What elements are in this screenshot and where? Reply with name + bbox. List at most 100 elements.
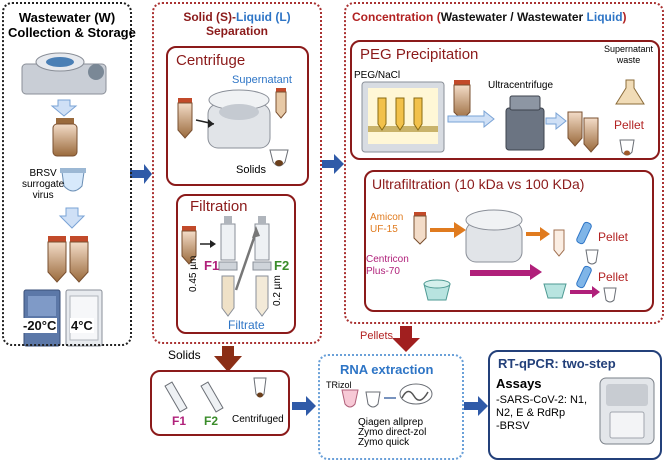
pellets-label: Pellets [360,330,394,342]
rna-extraction-title: RNA extraction [340,362,434,377]
assay-item: -BRSV [496,420,530,432]
orange-arrow-icon [430,222,466,238]
solids-section-label: Solids [168,348,201,362]
wastewater-container-icon [21,52,107,95]
rna-method: Zymo quick [358,437,410,448]
f1-label: F1 [204,258,220,273]
solids-label: Solids [236,164,266,176]
f2-label: F2 [274,258,290,273]
down-arrow-icon [58,207,86,229]
centrifuge-icon [465,209,523,263]
ultracentrifuge-icon [505,95,545,151]
uf-pellet-label-2: Pellet [598,270,629,284]
centricon-label: Centricon Plus-70 [366,254,409,277]
brsv-tube-icon [60,168,86,192]
supernatant-tube-icon [275,88,287,119]
rna-strand-icon [399,383,433,405]
solids-f1-label: F1 [172,414,187,428]
falcon-tubes-icon [47,236,89,283]
flow-arrow-icon [464,396,488,416]
rtqpcr-panel [488,350,662,460]
trizol-label: TRizol [326,380,352,390]
tube-icon [553,229,599,265]
brsv-label: BRSV surrogate virus [22,168,65,201]
solids-f2-label: F2 [204,414,219,428]
collection-panel [2,2,132,346]
arrow-icon [200,240,216,248]
assay-item: -SARS-CoV-2: N1, [496,394,588,406]
syringe-filter-icon [218,216,238,317]
flow-arrow-icon [322,154,344,174]
down-arrow-icon [50,99,78,117]
arrow-icon [195,119,215,128]
temp-minus20-label: -20°C [22,318,58,333]
solids-tube-icon [269,149,289,167]
supernatant-waste-flask-icon [615,79,645,105]
syringe-filter-icon [252,216,272,317]
collection-title: Wastewater (W) Collection & Storage [8,10,136,40]
incubator-icon [361,81,445,153]
concentration-panel [344,2,664,324]
magenta-arrow-icon [570,286,600,298]
rna-methods-list: Qiagen allprep Zymo direct-zol Zymo quic… [358,418,426,448]
flow-arrow-icon [292,396,316,416]
centricon-device-icon [543,283,567,299]
tube-icon [603,287,617,303]
flow-arrow-icon [545,111,567,131]
pellet-tube-icon [619,139,635,156]
rna-extraction-panel [318,354,464,460]
pellet-tube-icon [253,377,267,398]
orange-arrow-icon [526,227,550,241]
peg-title: PEG Precipitation [360,46,479,63]
filter-cartridge-icon [164,381,224,413]
rtqpcr-title: RT-qPCR: two-step [498,356,616,371]
pore-size-02: 0.2 µm [272,275,283,306]
solids-box [150,370,290,436]
filtration-title: Filtration [190,198,248,215]
pore-size-045: 0.45 µm [188,255,199,292]
supernatant-label: Supernatant [232,74,292,86]
solids-centrifuged-label: Centrifuged [232,414,284,425]
flow-arrow-icon [130,164,152,184]
peg-reagent-label: PEG/NaCl [354,70,401,81]
assay-list: -SARS-CoV-2: N1, N2, E & RdRp -BRSV [496,394,587,433]
filtration-box [176,194,296,334]
pipette-icon [576,221,592,245]
separation-title: Solid (S)-Liquid (L) Separation [183,10,291,38]
ultrafiltration-title: Ultrafiltration (10 kDa vs 100 KDa) [372,176,585,192]
ultracentrifuge-label: Ultracentrifuge [488,80,554,91]
trizol-tube-icon [341,389,359,408]
pipette-icon [576,265,592,289]
centrifuge-box [166,46,309,186]
rna-method: Zymo direct-zol [358,427,427,438]
transfer-arrow-icon [234,226,260,291]
amicon-label: Amicon UF-15 [370,212,404,235]
filtrate-label: Filtrate [228,318,265,332]
temp-4-label: 4°C [70,318,94,333]
assays-title: Assays [496,376,542,391]
pellets-down-arrow-icon [392,326,420,352]
qpcr-machine-icon [599,377,655,445]
sample-tube-icon [181,226,197,265]
uf-pellet-label-1: Pellet [598,230,629,244]
amicon-tube-icon [413,212,427,245]
flow-arrow-icon [447,109,495,129]
solids-down-arrow-icon [214,346,242,372]
tube-icon [365,391,381,408]
centrifuge-icon [207,89,271,149]
pellet-tubes-icon [567,111,599,153]
concentration-title: Concentration (Wastewater / Wastewater L… [352,10,627,24]
assay-item: N2, E & RdRp [496,407,566,419]
separation-panel [152,2,322,344]
rna-method: Qiagen allprep [358,417,424,428]
sample-jar-icon [52,118,78,157]
ultrafiltration-box [364,170,654,312]
peg-pellet-label: Pellet [614,118,645,132]
centrifuge-title: Centrifuge [176,52,246,69]
peg-box [350,40,660,160]
sample-tube-icon [177,98,193,139]
supernatant-waste-label: Supernatant waste [604,44,654,65]
magenta-arrow-icon [470,264,542,280]
centricon-device-icon [423,279,451,301]
